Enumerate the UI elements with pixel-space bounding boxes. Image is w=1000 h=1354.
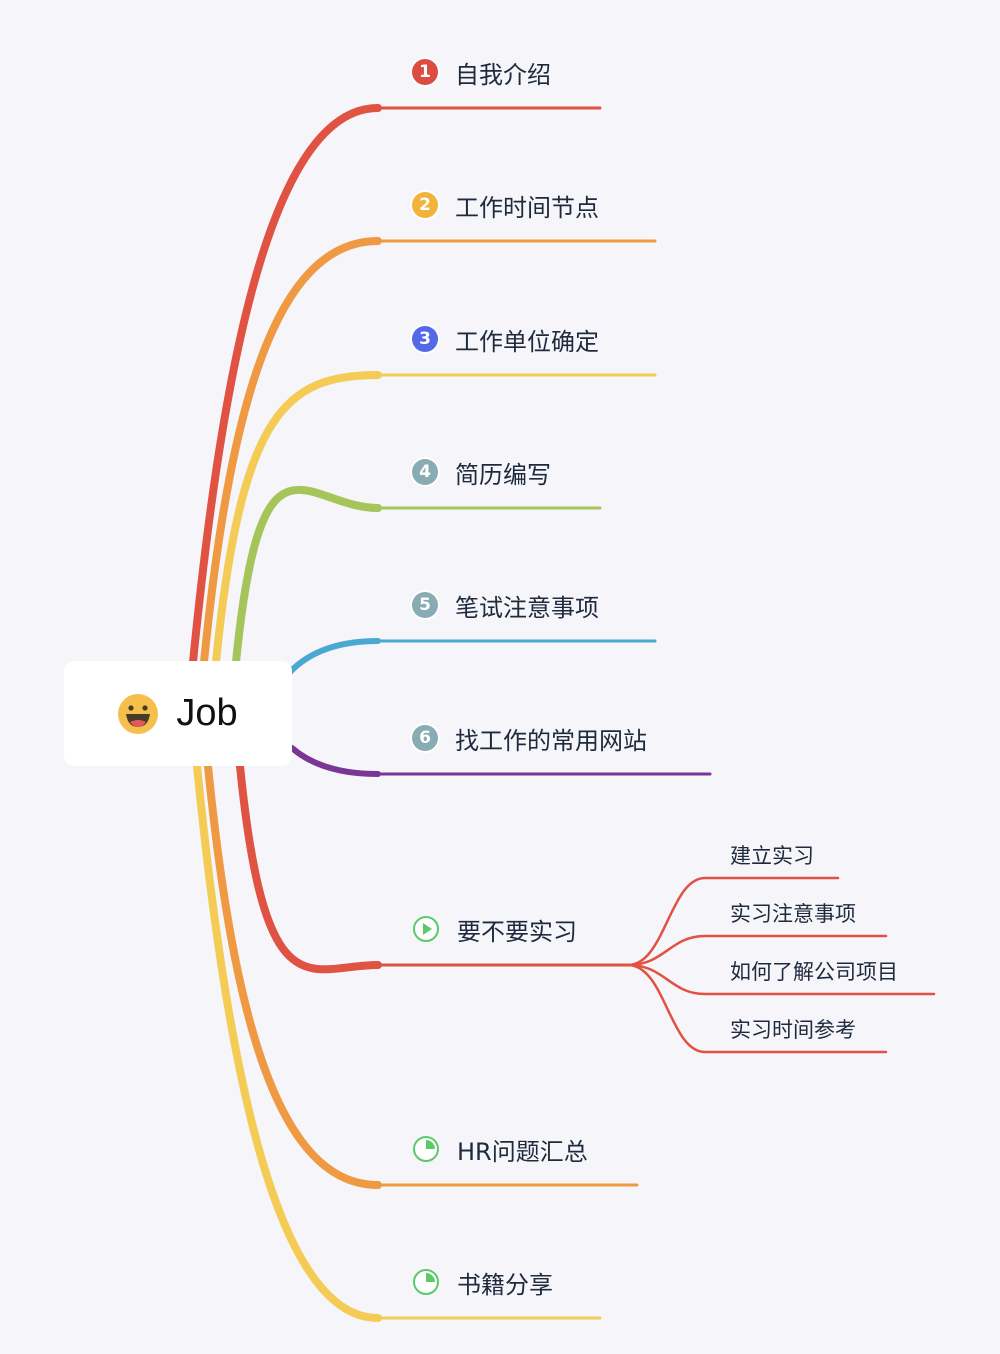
priority-2-icon: 2 [412, 192, 438, 218]
topic-label: 要不要实习 [457, 917, 577, 946]
topic-node[interactable]: 6 找工作的常用网站 [412, 723, 647, 755]
topic-label: 工作单位确定 [455, 327, 599, 356]
priority-4-icon: 4 [412, 459, 438, 485]
subtopic-line [626, 876, 840, 967]
priority-1-icon: 1 [412, 59, 438, 85]
topic-node[interactable]: 3 工作单位确定 [412, 324, 599, 356]
topic-node[interactable]: 1 自我介绍 [412, 57, 551, 89]
branch-curve [212, 371, 382, 666]
progress-quarter-icon [413, 1269, 439, 1295]
root-topic[interactable]: Job [64, 661, 292, 766]
topic-node[interactable]: 书籍分享 [412, 1267, 553, 1299]
play-task-icon [413, 916, 439, 942]
priority-6-icon: 6 [412, 725, 438, 751]
progress-quarter-icon [413, 1136, 439, 1162]
topic-label: 自我介绍 [455, 60, 551, 89]
topic-label: 书籍分享 [457, 1270, 553, 1299]
branch-curve [200, 237, 382, 666]
topic-node[interactable]: HR问题汇总 [412, 1134, 588, 1166]
subtopic-line [626, 963, 888, 1054]
priority-5-icon: 5 [412, 592, 438, 618]
topic-node[interactable]: 2 工作时间节点 [412, 190, 599, 222]
branch-curve [204, 762, 382, 1189]
root-label: Job [176, 692, 238, 734]
topic-node[interactable]: 4 简历编写 [412, 457, 551, 489]
subtopic-node[interactable]: 建立实习 [730, 844, 814, 868]
grinning-face-icon [118, 693, 159, 734]
topic-node[interactable]: 5 笔试注意事项 [412, 590, 599, 622]
branch-curve [232, 485, 382, 666]
priority-3-icon: 3 [412, 326, 438, 352]
branch-curve [289, 745, 381, 777]
topic-label: 简历编写 [455, 460, 551, 489]
topic-label: HR问题汇总 [457, 1137, 588, 1166]
subtopic-line [626, 963, 936, 996]
branch-curve [236, 762, 382, 974]
subtopic-line [626, 934, 888, 967]
subtopic-node[interactable]: 如何了解公司项目 [730, 960, 898, 984]
branch-curve [193, 762, 382, 1322]
branch-curve [287, 638, 381, 675]
topic-label: 笔试注意事项 [455, 593, 599, 622]
topic-label: 工作时间节点 [455, 193, 599, 222]
subtopic-node[interactable]: 实习注意事项 [730, 902, 856, 926]
branch-curve [189, 104, 382, 666]
topic-label: 找工作的常用网站 [455, 726, 647, 755]
subtopic-node[interactable]: 实习时间参考 [730, 1018, 856, 1042]
topic-node[interactable]: 要不要实习 [412, 914, 577, 946]
